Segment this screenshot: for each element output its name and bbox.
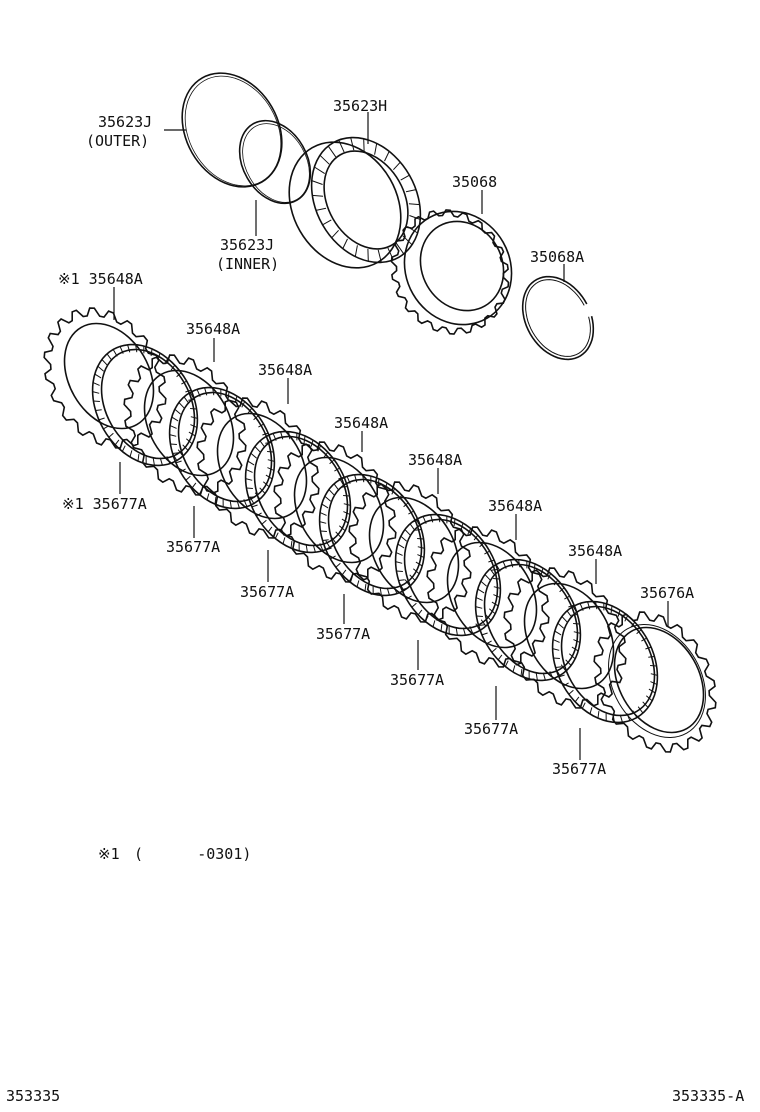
- clutch-disc-7-teeth: [273, 441, 397, 583]
- clutch-plate-12-outer: [474, 558, 582, 682]
- one-way-clutch-sprags: [390, 209, 510, 335]
- label-plate-5: 35677A: [390, 671, 445, 689]
- clutch-disc-1-bore: [63, 322, 155, 430]
- clutch-disc-13-bore: [523, 582, 615, 690]
- inner-thin-ring: [238, 119, 312, 205]
- label-outer-ring-part: 35623J: [98, 113, 153, 131]
- label-bearing-race: 35623H: [333, 97, 388, 115]
- label-disc-5: 35648A: [408, 451, 463, 469]
- clutch-disc-11-teeth: [426, 526, 550, 668]
- clutch-plate-14-inner: [560, 605, 656, 717]
- clutch-plate-4-outer: [168, 386, 276, 510]
- label-disc-6: 35648A: [488, 497, 543, 515]
- clutch-disc-13-teeth: [503, 567, 627, 709]
- footnote-text: ( -0301): [134, 845, 252, 863]
- clutch-flange-15-teeth: [593, 611, 717, 753]
- clutch-disc-5-bore: [216, 412, 308, 520]
- clutch-disc-1-teeth: [43, 307, 167, 449]
- clutch-plate-12-facing: [475, 559, 581, 681]
- outer-thin-ring: [181, 72, 283, 188]
- clutch-disc-9-teeth: [348, 481, 472, 623]
- bearing-race-rollers: [311, 137, 421, 263]
- footnote-marker: ※1: [98, 845, 120, 863]
- label-flange: 35676A: [640, 584, 695, 602]
- label-disc-first: ※1 35648A: [58, 270, 143, 288]
- clutch-plate-6-facing: [245, 431, 351, 553]
- label-snap-ring: 35068A: [530, 248, 585, 266]
- footer-left-code: 353335: [6, 1087, 61, 1105]
- outer-thin-ring-inner-edge: [184, 75, 282, 187]
- clutch-plate-8-outer: [318, 473, 426, 597]
- label-inner-ring-note: (INNER): [216, 255, 280, 273]
- label-plate-7: 35677A: [552, 760, 607, 778]
- bearing-race-front: [310, 136, 422, 264]
- clutch-plate-6-inner: [253, 435, 349, 547]
- clutch-disc-11-bore: [446, 541, 538, 649]
- label-disc-7: 35648A: [568, 542, 623, 560]
- clutch-disc-3-teeth: [123, 354, 247, 496]
- clutch-flange-15-step: [608, 624, 706, 738]
- clutch-disc-9-bore: [368, 496, 460, 604]
- one-way-clutch-outer: [403, 210, 513, 326]
- clutch-plate-14-facing: [552, 601, 658, 723]
- clutch-plate-10-facing: [395, 514, 501, 636]
- label-inner-ring-part: 35623J: [220, 236, 275, 254]
- clutch-plate-2-facing: [92, 344, 198, 466]
- label-disc-4: 35648A: [334, 414, 389, 432]
- clutch-plate-4-facing: [169, 387, 275, 509]
- clutch-plate-2-inner: [100, 348, 196, 460]
- clutch-plate-4-inner: [177, 391, 273, 503]
- label-plate-first: ※1 35677A: [62, 495, 147, 513]
- one-way-clutch-inner: [419, 220, 505, 312]
- clutch-disc-5-teeth: [196, 397, 320, 539]
- label-disc-2: 35648A: [186, 320, 241, 338]
- bearing-race-bore: [323, 150, 409, 250]
- clutch-plate-8-facing: [319, 474, 425, 596]
- label-outer-ring-note: (OUTER): [86, 132, 150, 150]
- clutch-plate-12-inner: [483, 563, 579, 675]
- label-plate-2: 35677A: [166, 538, 221, 556]
- snap-ring-inner-edge: [525, 279, 591, 357]
- clutch-plate-8-inner: [327, 478, 423, 590]
- label-plate-6: 35677A: [464, 720, 519, 738]
- footer-right-code: 353335-A: [672, 1087, 745, 1105]
- bearing-race-back: [288, 141, 402, 269]
- label-one-way-clutch: 35068: [452, 173, 498, 191]
- clutch-disc-7-bore: [293, 456, 385, 564]
- clutch-plate-10-inner: [403, 518, 499, 630]
- label-plate-4: 35677A: [316, 625, 371, 643]
- inner-thin-ring-inner-edge: [242, 123, 310, 203]
- clutch-disc-3-bore: [143, 369, 235, 477]
- snap-ring: [521, 275, 595, 361]
- label-plate-3: 35677A: [240, 583, 295, 601]
- label-disc-3: 35648A: [258, 361, 313, 379]
- clutch-plate-14-outer: [551, 600, 659, 724]
- clutch-flange-15-bore: [613, 626, 705, 734]
